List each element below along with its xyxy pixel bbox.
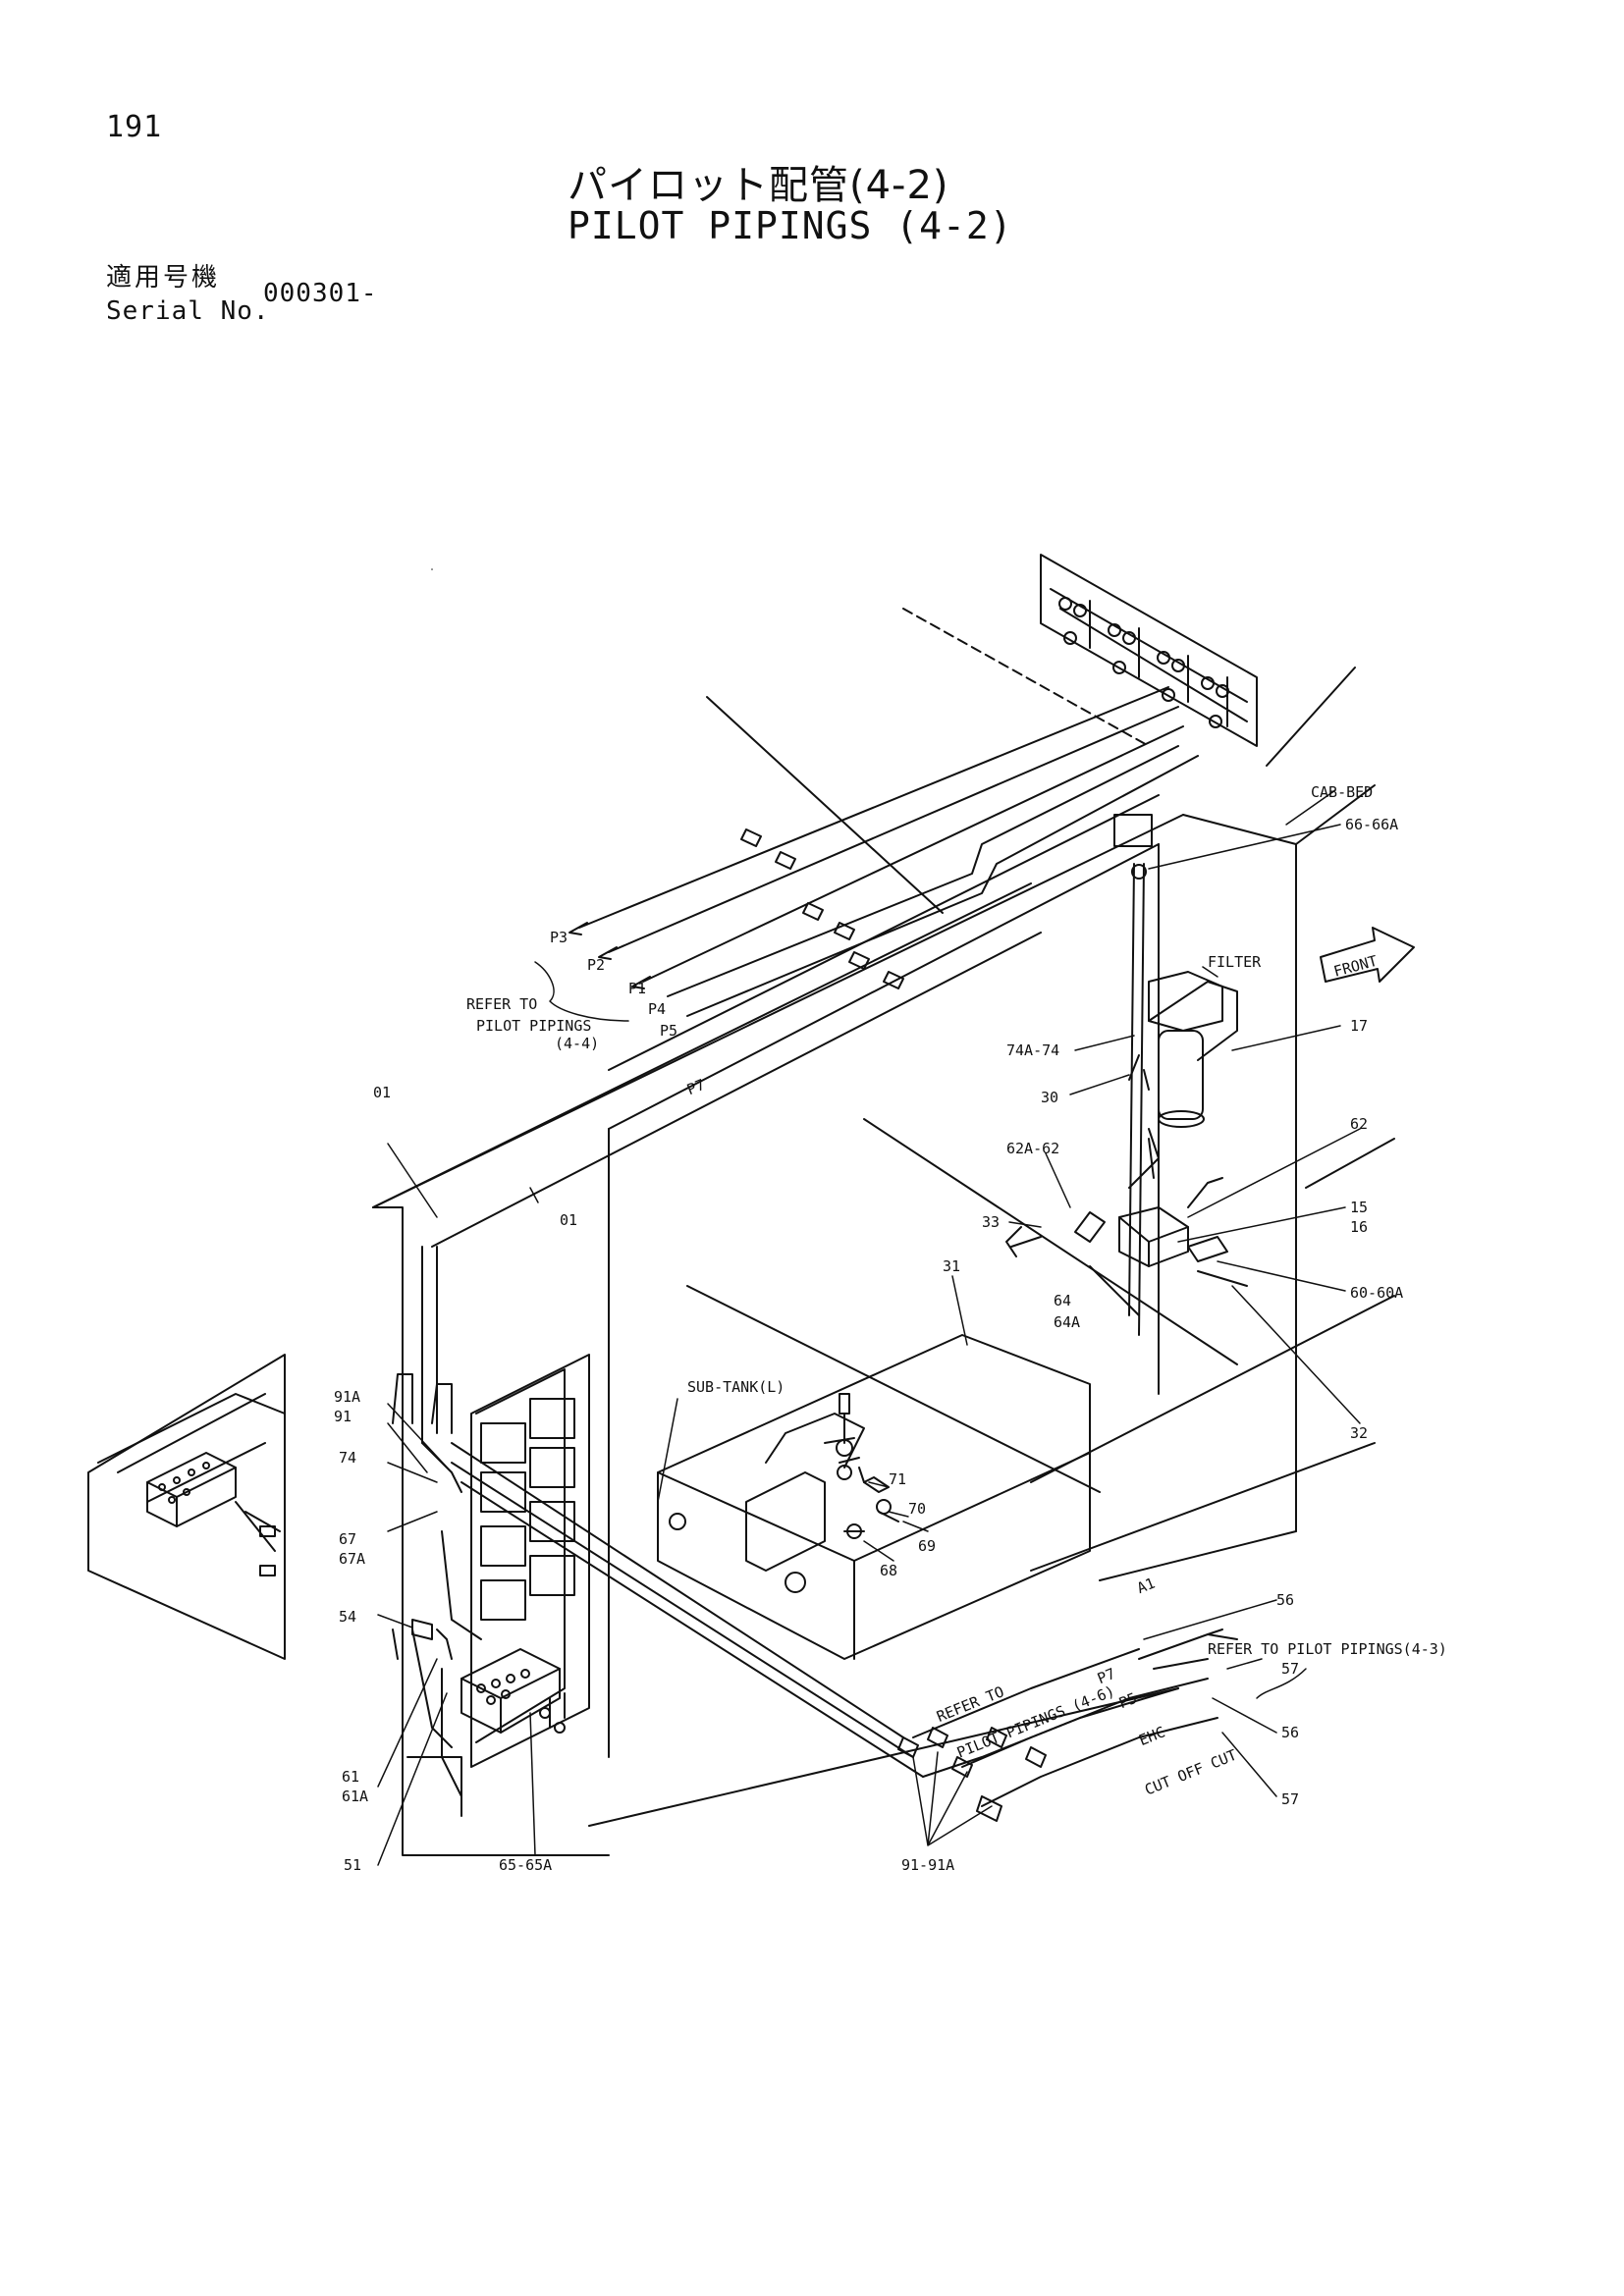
label-sub-tank: SUB-TANK(L)	[687, 1378, 785, 1396]
label-refer-4-4-line1: REFER TO	[466, 995, 537, 1013]
label-30: 30	[1041, 1089, 1058, 1106]
page-number: 191	[106, 110, 163, 144]
serial-number-value: 000301-	[263, 279, 378, 308]
label-70: 70	[908, 1500, 926, 1518]
inset-detail-view	[87, 1354, 286, 1660]
label-ehc: EHC	[1136, 1723, 1167, 1749]
lower-hoses	[411, 1442, 1238, 1822]
label-a1: A1	[1134, 1575, 1157, 1597]
label-31: 31	[943, 1257, 960, 1275]
label-refer-4-6-line1: REFER TO	[934, 1682, 1006, 1726]
label-91a: 91A	[334, 1388, 360, 1406]
leader-lines	[377, 568, 1361, 1866]
label-64a: 64A	[1054, 1313, 1080, 1331]
label-01-left: 01	[373, 1084, 391, 1101]
label-57-top: 57	[1281, 1660, 1299, 1678]
label-64: 64	[1054, 1292, 1071, 1309]
label-refer-4-3: REFER TO PILOT PIPINGS(4-3)	[1208, 1640, 1447, 1658]
label-74: 74	[339, 1449, 356, 1467]
label-91: 91	[334, 1408, 352, 1425]
label-61a: 61A	[342, 1788, 368, 1805]
serial-label-japanese: 適用号機	[106, 263, 221, 293]
label-33: 33	[982, 1213, 1000, 1231]
label-91-91a: 91-91A	[901, 1856, 954, 1874]
label-p3: P3	[550, 929, 568, 946]
label-15: 15	[1350, 1199, 1368, 1216]
label-refer-4-4-line2: PILOT PIPINGS	[476, 1017, 591, 1035]
label-62: 62	[1350, 1115, 1368, 1133]
label-filter: FILTER	[1208, 953, 1262, 971]
label-p5: P5	[660, 1022, 677, 1040]
label-68: 68	[880, 1562, 897, 1579]
label-56-top: 56	[1276, 1591, 1294, 1609]
label-p7-top: P7	[684, 1076, 707, 1098]
label-65-65a: 65-65A	[499, 1856, 552, 1874]
label-32: 32	[1350, 1424, 1368, 1442]
label-p1: P1	[628, 980, 646, 997]
serial-label-english: Serial No.	[106, 296, 270, 326]
label-74a-74: 74A-74	[1006, 1041, 1059, 1059]
label-p5-bottom: P5	[1116, 1689, 1139, 1712]
label-61: 61	[342, 1768, 359, 1786]
label-57-bottom: 57	[1281, 1790, 1299, 1808]
label-17: 17	[1350, 1017, 1368, 1035]
label-56-bottom: 56	[1281, 1724, 1299, 1741]
label-51: 51	[344, 1856, 361, 1874]
label-p7-bottom: P7	[1095, 1665, 1117, 1687]
label-67: 67	[339, 1530, 356, 1548]
label-16: 16	[1350, 1218, 1368, 1236]
filter-assembly	[1113, 814, 1238, 1336]
label-62a-62: 62A-62	[1006, 1140, 1059, 1157]
label-01-right: 01	[560, 1211, 577, 1229]
title-english: PILOT PIPINGS (4-2)	[568, 204, 1013, 247]
label-71: 71	[889, 1470, 906, 1488]
label-front: FRONT	[1331, 952, 1379, 981]
label-66-66a: 66-66A	[1345, 816, 1398, 833]
label-67a: 67A	[339, 1550, 365, 1568]
fittings-68-71	[837, 1393, 899, 1539]
front-arrow-icon	[1320, 927, 1415, 983]
pilot-lines-p1-p5	[372, 686, 1199, 1248]
label-54: 54	[339, 1608, 356, 1626]
label-p4: P4	[648, 1000, 666, 1018]
title-japanese: パイロット配管(4-2)	[568, 163, 949, 208]
label-60-60a: 60-60A	[1350, 1284, 1403, 1302]
label-69: 69	[918, 1537, 936, 1555]
pilot-manifold-block	[902, 554, 1258, 747]
valve-block-62	[1005, 1138, 1248, 1316]
junction-block-54	[392, 1619, 566, 1797]
sub-tank-left	[657, 1334, 1091, 1660]
label-p2: P2	[587, 956, 605, 974]
label-cut-off-cut: CUT OFF CUT	[1142, 1746, 1239, 1799]
label-cab-bed: CAB-BED	[1311, 783, 1373, 801]
label-refer-4-4-line3: (4-4)	[555, 1035, 599, 1052]
